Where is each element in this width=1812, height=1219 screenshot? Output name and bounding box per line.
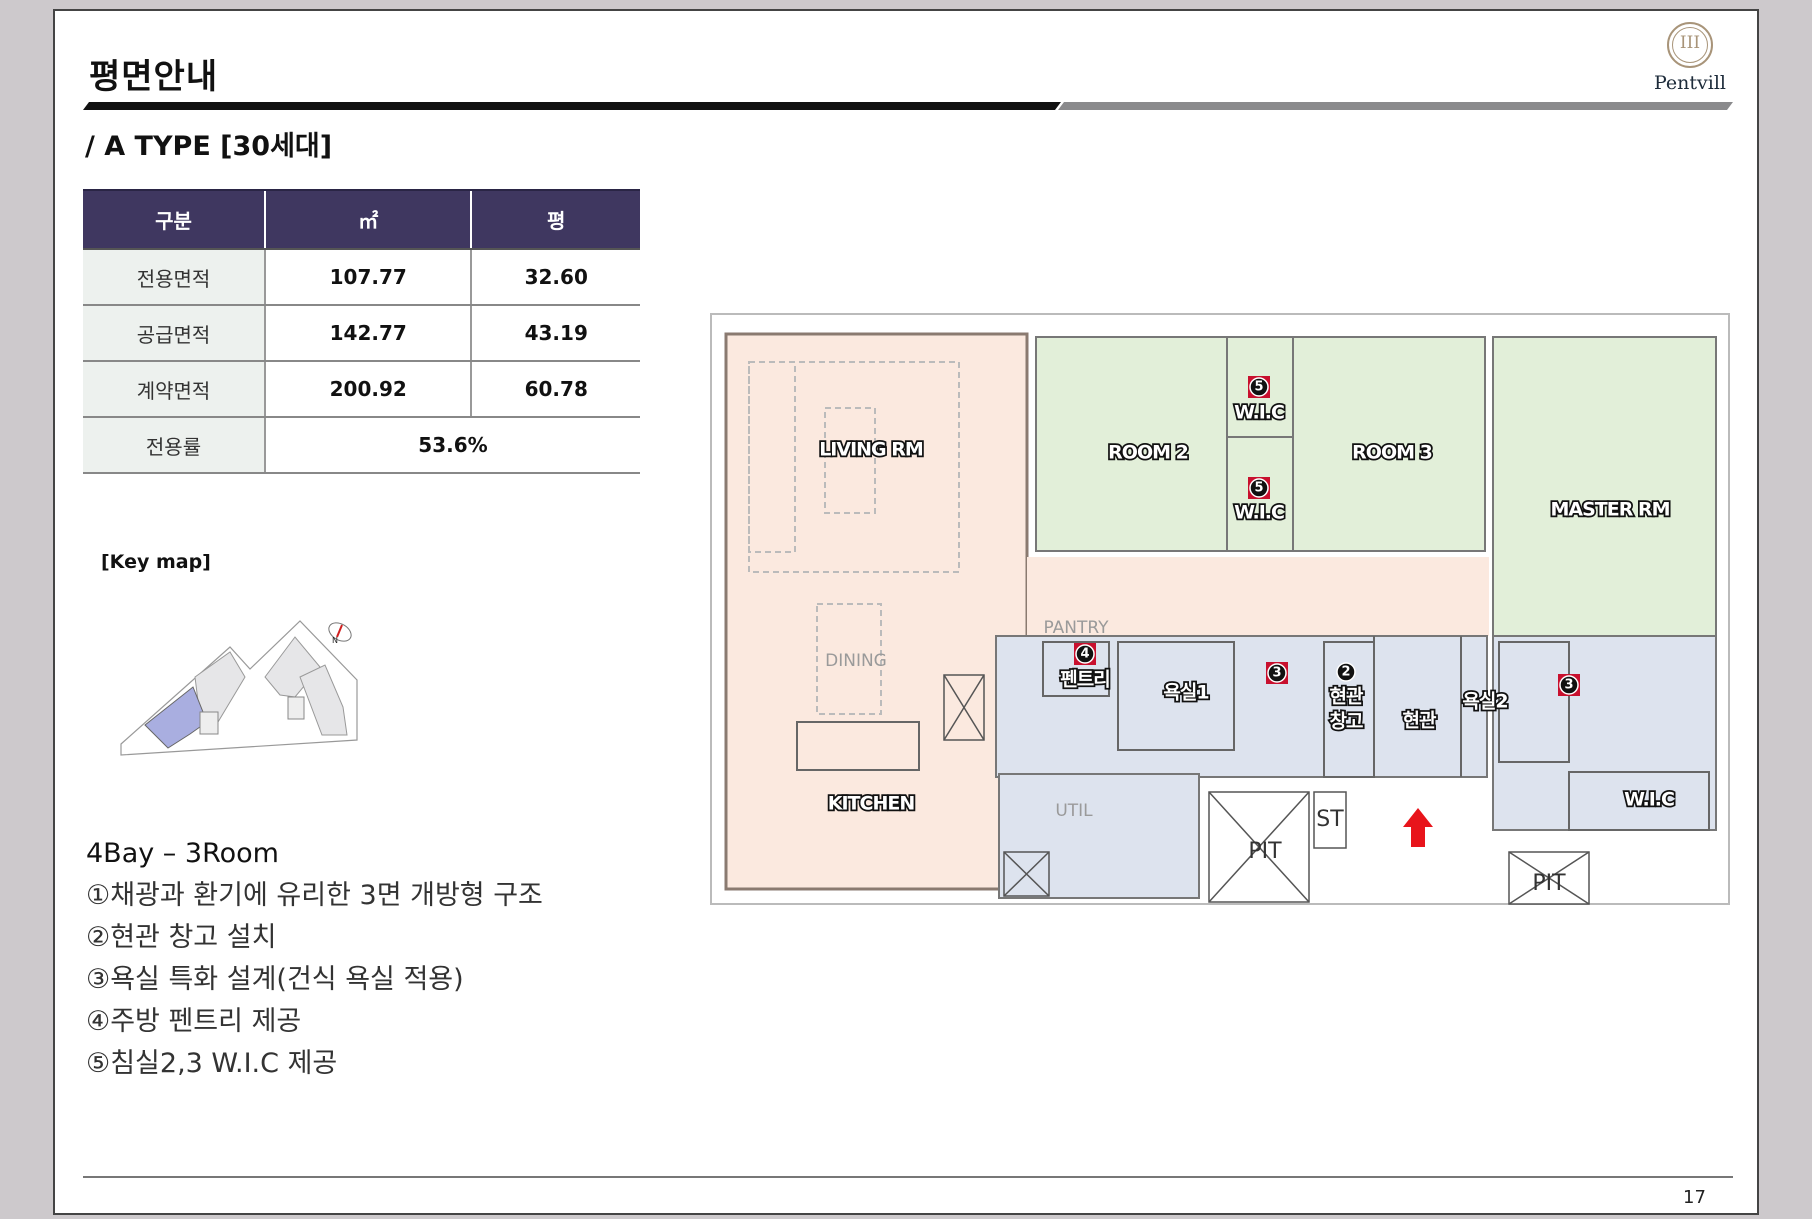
header-category: 구분 xyxy=(83,189,265,250)
pyeong-value: 32.60 xyxy=(470,249,640,306)
logo-wordmark: Pentvill xyxy=(1653,72,1726,94)
page-title: 평면안내 xyxy=(89,57,219,97)
header-sqm: ㎡ xyxy=(263,189,472,250)
master-zone xyxy=(1492,336,1717,637)
table-row: 전용면적 107.77 32.60 xyxy=(83,249,640,306)
unit-type-heading: / A TYPE [30세대] xyxy=(85,131,333,162)
svg-text:3: 3 xyxy=(1272,666,1281,681)
feature-item: ⑤침실2,3 W.I.C 제공 xyxy=(86,1048,338,1079)
slide-page: 평면안내 III Pentvill / A TYPE [30세대] 구분 ㎡ 평… xyxy=(53,9,1759,1215)
header-divider-grey xyxy=(1058,102,1733,110)
pentvill-logo: III Pentvill xyxy=(1645,22,1735,94)
pyeong-value: 43.19 xyxy=(470,305,640,362)
label-util: UTIL xyxy=(1055,801,1093,821)
label-bath2: 욕실2 xyxy=(1462,691,1507,713)
label-storage: 창고 xyxy=(1330,711,1363,733)
marker-4: 4 xyxy=(1074,643,1096,665)
keymap-image: N xyxy=(120,620,358,756)
wic-zone xyxy=(1226,336,1294,552)
living-kitchen-zone xyxy=(724,332,1029,891)
label-pit: PIT xyxy=(1248,839,1282,864)
label-wic: W.I.C xyxy=(1234,502,1284,524)
label-entrance: 현관 xyxy=(1403,710,1437,732)
label-bath1: 욕실1 xyxy=(1163,682,1208,704)
svg-text:5: 5 xyxy=(1254,481,1263,496)
svg-text:5: 5 xyxy=(1254,380,1263,395)
table-row: 공급면적 142.77 43.19 xyxy=(83,305,640,362)
label-wic: W.I.C xyxy=(1234,402,1284,424)
marker-3-a: 3 xyxy=(1266,662,1288,684)
keymap-label: [Key map] xyxy=(101,551,211,573)
room3-zone xyxy=(1292,336,1486,552)
table-row: 전용률 53.6% xyxy=(83,417,640,474)
label-st: ST xyxy=(1316,807,1344,832)
table-header-row: 구분 ㎡ 평 xyxy=(83,189,640,250)
page-number: 17 xyxy=(1683,1187,1706,1208)
label-pit: PIT xyxy=(1532,871,1566,896)
marker-2: 2 xyxy=(1336,662,1356,682)
util-zone xyxy=(998,773,1200,899)
sqm-value: 107.77 xyxy=(263,249,472,306)
svg-text:3: 3 xyxy=(1564,678,1573,693)
feature-list: 4Bay – 3Room ①채광과 환기에 유리한 3면 개방형 구조 ②현관 … xyxy=(86,833,543,1085)
logo-mark-icon: III xyxy=(1667,22,1713,68)
feature-item: ④주방 펜트리 제공 xyxy=(86,1006,302,1037)
label-room3: ROOM 3 xyxy=(1352,442,1432,464)
north-label: N xyxy=(332,636,338,645)
floor-plan: 5 5 4 3 2 3 LIVING RM ROOM 2 ROOM 3 MAST… xyxy=(710,313,1730,905)
bath2-zone xyxy=(1492,635,1717,831)
label-dining: DINING xyxy=(825,651,887,671)
bath-zone xyxy=(995,635,1488,778)
svg-text:2: 2 xyxy=(1341,665,1350,680)
label-kitchen: KITCHEN xyxy=(828,793,915,815)
header-pyeong: 평 xyxy=(470,189,640,250)
label-pantry: 펜트리 xyxy=(1060,669,1109,691)
entrance-arrow-icon xyxy=(1403,808,1433,847)
table-row: 계약면적 200.92 60.78 xyxy=(83,361,640,418)
label-room2: ROOM 2 xyxy=(1108,442,1188,464)
footer-divider xyxy=(83,1176,1733,1178)
label-storage: 현관 xyxy=(1330,686,1364,708)
feature-heading: 4Bay – 3Room xyxy=(86,838,279,869)
sqm-value: 200.92 xyxy=(263,361,472,418)
marker-5-b: 5 xyxy=(1248,477,1270,499)
row-label: 전용면적 xyxy=(83,249,265,306)
sqm-value: 142.77 xyxy=(263,305,472,362)
area-table: 구분 ㎡ 평 전용면적 107.77 32.60 공급면적 142.77 43.… xyxy=(83,189,640,474)
label-master: MASTER RM xyxy=(1550,499,1669,521)
marker-3-b: 3 xyxy=(1558,674,1580,696)
corridor-zone xyxy=(1027,557,1489,636)
marker-5-a: 5 xyxy=(1248,376,1270,398)
row-label: 계약면적 xyxy=(83,361,265,418)
header-divider-dark xyxy=(83,102,1061,110)
feature-item: ③욕실 특화 설계(건식 욕실 적용) xyxy=(86,964,464,995)
row-label: 전용률 xyxy=(83,417,265,474)
feature-item: ①채광과 환기에 유리한 3면 개방형 구조 xyxy=(86,880,543,911)
row-label: 공급면적 xyxy=(83,305,265,362)
label-pantry-en: PANTRY xyxy=(1043,618,1109,638)
pyeong-value: 60.78 xyxy=(470,361,640,418)
label-living: LIVING RM xyxy=(819,439,923,461)
label-wic: W.I.C xyxy=(1624,789,1674,811)
ratio-value: 53.6% xyxy=(264,417,640,474)
compass-icon xyxy=(328,622,352,642)
feature-item: ②현관 창고 설치 xyxy=(86,922,277,953)
svg-text:4: 4 xyxy=(1080,647,1089,662)
